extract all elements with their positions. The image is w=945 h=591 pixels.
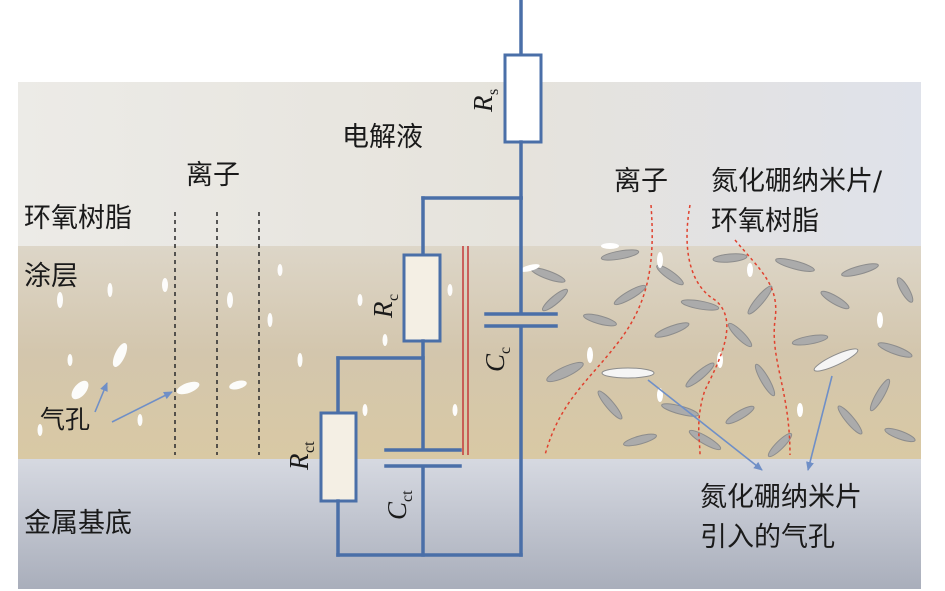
svg-text:c: c [497, 347, 514, 354]
epoxy-pores [37, 264, 458, 436]
cc-symbol: C c [480, 347, 514, 372]
svg-text:C: C [480, 353, 510, 372]
pore-label: 气孔 [40, 405, 90, 434]
ions-right-label: 离子 [614, 166, 668, 197]
svg-text:R: R [368, 301, 398, 319]
bn-epoxy-label-line1: 氮化硼纳米片/ [711, 166, 883, 197]
svg-text:c: c [385, 294, 402, 301]
svg-text:R: R [284, 453, 314, 471]
pore-arrow-2 [94, 382, 108, 413]
epoxy-label-line2: 涂层 [24, 261, 78, 292]
bn-nanosheets [530, 249, 916, 458]
rs-symbol: R s [468, 89, 502, 113]
rct-resistor [319, 411, 358, 503]
svg-text:R: R [468, 95, 498, 113]
bn-pore-arrow-2 [806, 375, 833, 471]
ion-paths-through-bn [544, 204, 791, 456]
metal-substrate-layer [18, 459, 921, 589]
bn-pore-label-line1: 氮化硼纳米片 [700, 482, 862, 513]
bn-pore-label-line2: 引入的气孔 [700, 522, 835, 553]
svg-text:s: s [485, 89, 502, 95]
coating-boundary-line [462, 246, 469, 455]
epoxy-label-line1: 环氧树脂 [24, 203, 132, 234]
ion-diffusion-paths [174, 212, 260, 455]
equivalent-circuit [319, 0, 558, 557]
cct-symbol: C ct [382, 490, 416, 520]
svg-text:C: C [382, 501, 412, 520]
coating-layer [18, 246, 921, 459]
electrolyte-layer [18, 82, 921, 246]
pore-arrow-1 [111, 391, 173, 423]
annotation-arrows [94, 375, 833, 471]
electrolyte-label: 电解液 [342, 122, 423, 153]
rc-symbol: R c [368, 294, 402, 319]
bn-pores [520, 243, 883, 417]
rct-symbol: R ct [284, 441, 318, 471]
svg-text:ct: ct [301, 441, 318, 453]
metal-substrate-label: 金属基底 [24, 508, 132, 539]
rs-resistor [503, 53, 543, 144]
bn-epoxy-label-line2: 环氧树脂 [711, 206, 819, 237]
svg-text:ct: ct [399, 490, 416, 502]
ions-left-label: 离子 [186, 160, 240, 191]
rc-resistor [402, 253, 442, 343]
bn-pore-arrow-1 [647, 379, 763, 471]
